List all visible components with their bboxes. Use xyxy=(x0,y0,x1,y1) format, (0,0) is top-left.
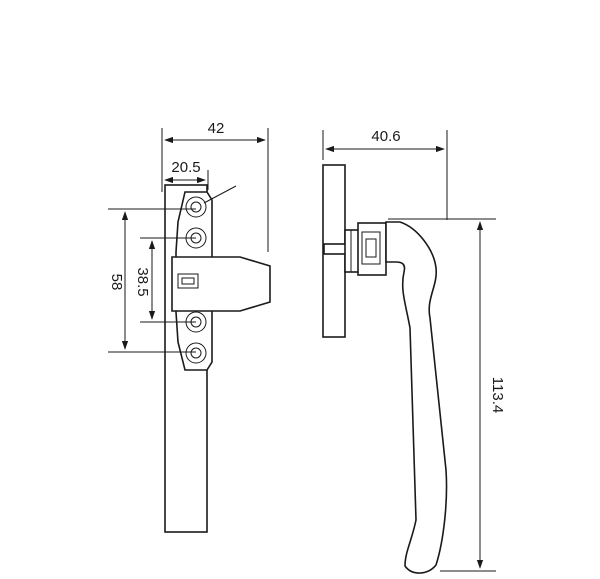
svg-text:113.4: 113.4 xyxy=(489,377,506,413)
spindle xyxy=(323,243,347,255)
dim-width-bracket: 20.5 xyxy=(164,159,206,184)
front-view xyxy=(164,184,271,533)
dim-hole-pitch-inner: 38.5 xyxy=(134,240,156,320)
svg-text:40.6: 40.6 xyxy=(371,128,400,145)
svg-text:38.5: 38.5 xyxy=(134,267,151,296)
latch-window xyxy=(177,273,199,289)
screw-hole-4 xyxy=(185,342,207,364)
handle-stem xyxy=(171,256,271,312)
dim-hole-pitch-outer: 58 xyxy=(108,211,129,350)
svg-text:42: 42 xyxy=(208,120,225,137)
lever-handle xyxy=(385,221,448,574)
dim-width-total: 42 xyxy=(164,120,266,144)
side-view xyxy=(322,164,448,574)
svg-text:20.5: 20.5 xyxy=(171,159,200,176)
svg-text:58: 58 xyxy=(108,274,125,291)
hub-insert xyxy=(361,231,381,265)
screw-hole-1 xyxy=(185,196,207,218)
latch-window-inner xyxy=(181,277,195,285)
dim-handle-length: 113.4 xyxy=(476,221,506,569)
dim-depth: 40.6 xyxy=(325,128,445,153)
hub-insert-inner xyxy=(365,238,377,258)
